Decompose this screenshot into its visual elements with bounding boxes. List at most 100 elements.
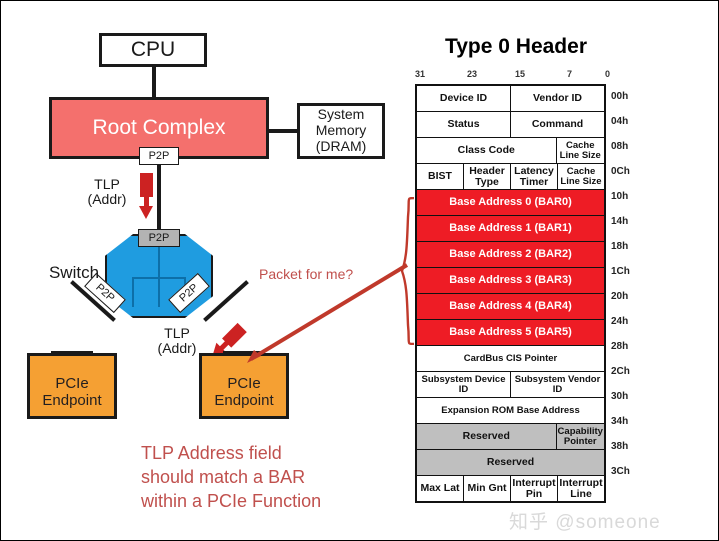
table-cell: Subsystem Device ID [417, 372, 511, 397]
offset-label: 1Ch [611, 266, 630, 277]
cpu-label: CPU [130, 38, 176, 62]
bit-label-7: 7 [567, 69, 573, 79]
bar-group-brace [401, 197, 415, 345]
table-cell: Base Address 3 (BAR3) [449, 273, 572, 286]
bit-label-23: 23 [467, 69, 478, 79]
endpoint-right-line-1: PCIe [227, 374, 261, 392]
table-cell: Base Address 4 (BAR4) [449, 299, 572, 312]
table-cell: Device ID [417, 86, 511, 111]
table-cell: Vendor ID [532, 92, 582, 105]
watermark: 知乎 @someone [509, 512, 661, 533]
table-cell: Interrupt Pin [511, 476, 558, 501]
offset-column: 00h 04h 08h 0Ch 10h 14h 18h 1Ch 20h 24h 28h 2Ch 30h 3… [611, 84, 641, 484]
offset-label: 00h [611, 91, 629, 102]
table-cell: Reserved [486, 456, 535, 469]
p2p-label: P2P [148, 150, 170, 162]
table-cell: Capability Pointer [557, 425, 603, 447]
tlp-annotation-lower-line-2: (Addr) [157, 340, 197, 357]
table-cell: Cache Line Size [560, 165, 602, 187]
endpoint-left-box: PCIe Endpoint [27, 353, 117, 419]
offset-label: 14h [611, 216, 629, 227]
table-cell: Cache Line Size [559, 139, 601, 161]
bar-match-note: TLP Address field should match a BAR wit… [141, 441, 411, 513]
switch-label: Switch [48, 263, 100, 282]
system-memory-line-2: Memory [315, 122, 367, 139]
table-row: Status Command [417, 112, 604, 138]
table-cell: Interrupt Line [559, 476, 603, 500]
endpoint-left-line-2: Endpoint [42, 392, 102, 409]
table-cell: Latency Timer [511, 164, 558, 189]
wire-rc-to-memory [269, 129, 297, 133]
table-cell: Header Type [464, 164, 511, 189]
tlp-annotation-lower: TLP (Addr) [149, 325, 205, 357]
bit-label-31: 31 [415, 69, 426, 79]
table-row: Expansion ROM Base Address [417, 398, 604, 424]
offset-label: 34h [611, 416, 629, 427]
cpu-box: CPU [99, 33, 207, 67]
offset-label: 30h [611, 391, 629, 402]
endpoint-right-box: PCIe Endpoint [199, 353, 289, 419]
bar-match-note-line-3: within a PCIe Function [141, 491, 322, 512]
root-complex-label: Root Complex [92, 116, 226, 139]
table-row: CardBus CIS Pointer [417, 346, 604, 372]
system-memory-line-1: System [317, 106, 365, 123]
table-cell: Base Address 2 (BAR2) [449, 247, 572, 260]
table-cell: Base Address 1 (BAR1) [449, 221, 572, 234]
table-row: Device ID Vendor ID [417, 86, 604, 112]
endpoint-left-line-1: PCIe [55, 374, 89, 392]
table-row: Base Address 1 (BAR1) [417, 216, 604, 242]
p2p-label: P2P [148, 232, 170, 244]
table-cell: Base Address 5 (BAR5) [449, 325, 572, 338]
wire-cpu-to-rc [152, 67, 156, 97]
table-row: Base Address 5 (BAR5) [417, 320, 604, 346]
system-memory-box: System Memory (DRAM) [297, 103, 385, 159]
offset-label: 28h [611, 341, 629, 352]
header-table-title: Type 0 Header [444, 35, 587, 58]
system-memory-line-3: (DRAM) [315, 137, 367, 154]
offset-label: 24h [611, 316, 629, 327]
p2p-port-switch-upstream: P2P [138, 229, 180, 247]
switch-internal-wire-left [132, 277, 134, 307]
table-cell: Status [417, 112, 511, 137]
table-cell: Min Gnt [464, 476, 511, 501]
bit-label-15: 15 [515, 69, 526, 79]
offset-label: 04h [611, 116, 629, 127]
bar-match-note-line-2: should match a BAR [141, 467, 306, 488]
switch-internal-wire-horizontal [132, 277, 185, 279]
tlp-annotation-upper-line-2: (Addr) [87, 191, 127, 208]
offset-label: 08h [611, 141, 629, 152]
bit-position-ruler: 31 23 15 7 0 [411, 69, 611, 83]
bar-match-note-line-1: TLP Address field [141, 443, 282, 463]
table-cell: Expansion ROM Base Address [441, 404, 580, 416]
table-row: Base Address 0 (BAR0) [417, 190, 604, 216]
packet-question-label: Packet for me? [259, 266, 354, 282]
offset-label: 18h [611, 241, 629, 252]
table-cell: CardBus CIS Pointer [463, 352, 558, 364]
table-row: Base Address 2 (BAR2) [417, 242, 604, 268]
table-cell: BIST [417, 164, 464, 189]
tlp-annotation-upper: TLP (Addr) [79, 176, 135, 208]
table-row: Reserved [417, 450, 604, 476]
table-row: Base Address 3 (BAR3) [417, 268, 604, 294]
tlp-arrow-down-icon [139, 173, 153, 219]
offset-label: 10h [611, 191, 629, 202]
offset-label: 38h [611, 441, 629, 452]
table-cell: Max Lat [417, 476, 464, 501]
table-cell: Base Address 0 (BAR0) [449, 195, 572, 208]
offset-label: 0Ch [611, 166, 630, 177]
offset-label: 3Ch [611, 466, 630, 477]
offset-label: 2Ch [611, 366, 630, 377]
table-row: Base Address 4 (BAR4) [417, 294, 604, 320]
table-cell: Subsystem Vendor ID [514, 373, 601, 395]
table-cell: Class Code [417, 138, 557, 163]
offset-label: 20h [611, 291, 629, 302]
table-cell: Command [531, 118, 584, 131]
bit-label-0: 0 [605, 69, 611, 79]
